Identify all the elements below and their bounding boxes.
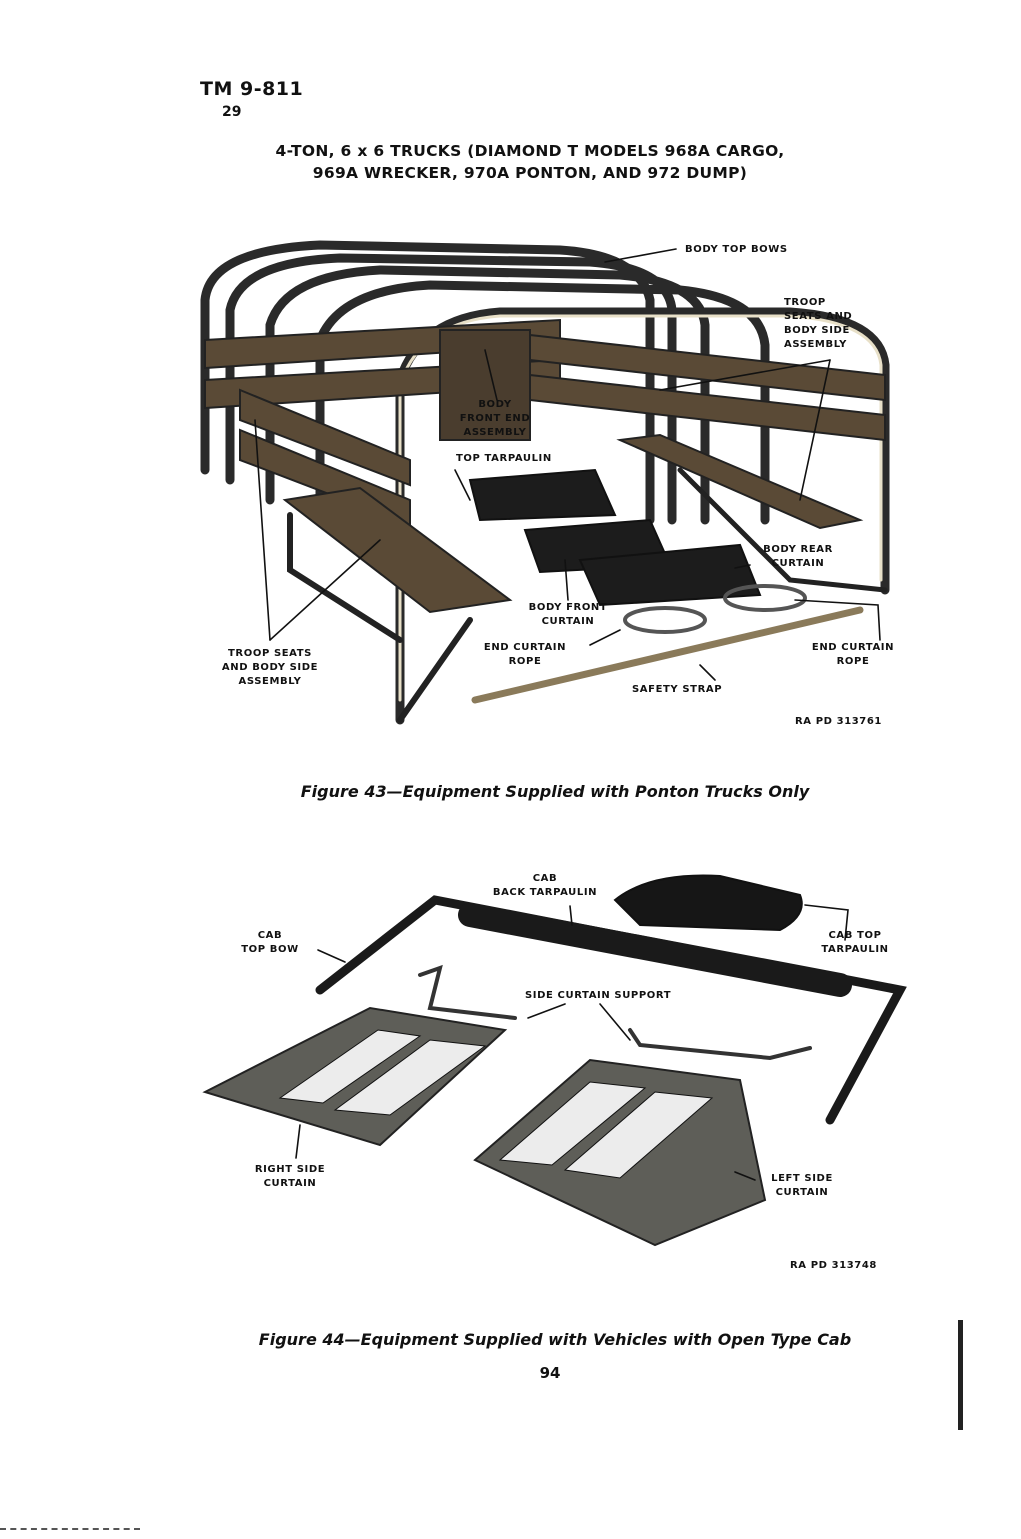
label-end-curtain-rope-left: END CURTAIN ROPE bbox=[465, 641, 585, 669]
label-line: CURTAIN bbox=[263, 1178, 317, 1189]
body-front-end-drawing bbox=[439, 329, 531, 441]
label-line: BODY FRONT bbox=[528, 602, 608, 613]
label-line: ROPE bbox=[836, 656, 870, 667]
label-line: ASSEMBLY bbox=[784, 339, 847, 350]
label-line: ROPE bbox=[508, 656, 542, 667]
tm-number: TM 9-811 bbox=[200, 78, 304, 100]
label-cab-top-bow: CAB TOP BOW bbox=[220, 929, 320, 957]
figure-43-illustration bbox=[200, 240, 890, 725]
label-cab-back-tarpaulin: CAB BACK TARPAULIN bbox=[460, 872, 630, 900]
label-line: END CURTAIN bbox=[483, 642, 567, 653]
label-top-tarpaulin: TOP TARPAULIN bbox=[456, 453, 552, 464]
label-cab-top-tarpaulin: CAB TOP TARPAULIN bbox=[795, 929, 915, 957]
label-line: CAB TOP bbox=[828, 930, 882, 941]
paragraph-number: 29 bbox=[222, 104, 242, 120]
label-line: CURTAIN bbox=[541, 616, 595, 627]
scan-border-marks bbox=[0, 1528, 140, 1533]
label-line: RIGHT SIDE bbox=[254, 1164, 326, 1175]
label-line: END CURTAIN bbox=[811, 642, 895, 653]
label-line: ASSEMBLY bbox=[463, 427, 527, 438]
label-line: CAB bbox=[257, 930, 283, 941]
figure-43-caption: Figure 43—Equipment Supplied with Ponton… bbox=[300, 782, 810, 801]
cab-back-tarpaulin-drawing bbox=[458, 903, 852, 997]
figure-44-caption: Figure 44—Equipment Supplied with Vehicl… bbox=[258, 1330, 852, 1349]
figure-44-illustration bbox=[202, 874, 907, 1247]
troop-seats-right-drawing bbox=[529, 333, 886, 530]
cab-top-tarpaulin-drawing bbox=[613, 874, 803, 932]
label-line: TROOP SEATS bbox=[228, 648, 312, 659]
label-line: AND BODY SIDE bbox=[221, 662, 319, 673]
title-line-2: 969A WRECKER, 970A PONTON, AND 972 DUMP) bbox=[312, 164, 748, 182]
title-line-1: 4-TON, 6 x 6 TRUCKS (DIAMOND T MODELS 96… bbox=[275, 142, 785, 160]
label-body-rear-curtain: BODY REAR CURTAIN bbox=[748, 543, 848, 571]
left-side-curtain-drawing bbox=[473, 1058, 767, 1247]
tarpaulins-drawing bbox=[468, 468, 762, 607]
label-body-front-end: BODY FRONT END ASSEMBLY bbox=[440, 398, 550, 440]
label-line: TROOP bbox=[784, 297, 826, 308]
label-troop-seats-right: TROOP SEATS AND BODY SIDE ASSEMBLY bbox=[784, 296, 852, 352]
label-line: TARPAULIN bbox=[821, 944, 889, 955]
label-body-top-bows: BODY TOP BOWS bbox=[685, 244, 788, 255]
figure-43-ref: RA PD 313761 bbox=[795, 716, 882, 727]
ropes-and-strap-drawing bbox=[471, 584, 864, 704]
label-line: SEATS AND bbox=[784, 311, 853, 322]
label-line: BODY SIDE bbox=[784, 325, 850, 336]
label-troop-seats-left: TROOP SEATS AND BODY SIDE ASSEMBLY bbox=[200, 647, 340, 689]
label-body-front-curtain: BODY FRONT CURTAIN bbox=[508, 601, 628, 629]
label-line: BACK TARPAULIN bbox=[492, 887, 598, 898]
label-line: CURTAIN bbox=[771, 558, 825, 569]
page-number: 94 bbox=[539, 1364, 561, 1382]
label-line: FRONT END bbox=[459, 413, 531, 424]
label-left-side-curtain: LEFT SIDE CURTAIN bbox=[752, 1172, 852, 1200]
page-title: 4-TON, 6 x 6 TRUCKS (DIAMOND T MODELS 96… bbox=[150, 140, 910, 184]
label-line: CURTAIN bbox=[775, 1187, 829, 1198]
label-line: LEFT SIDE bbox=[771, 1173, 833, 1184]
label-line: ASSEMBLY bbox=[238, 676, 302, 687]
label-line: BODY REAR bbox=[763, 544, 833, 555]
label-right-side-curtain: RIGHT SIDE CURTAIN bbox=[225, 1163, 355, 1191]
label-line: BODY bbox=[478, 399, 512, 410]
scan-edge-mark bbox=[958, 1320, 963, 1430]
label-line: TOP BOW bbox=[241, 944, 299, 955]
figure-44-ref: RA PD 313748 bbox=[790, 1260, 877, 1271]
label-safety-strap: SAFETY STRAP bbox=[632, 684, 723, 695]
right-side-curtain-drawing bbox=[202, 1006, 508, 1147]
label-end-curtain-rope-right: END CURTAIN ROPE bbox=[788, 641, 918, 669]
label-line: CAB bbox=[532, 873, 558, 884]
label-side-curtain-support: SIDE CURTAIN SUPPORT bbox=[525, 990, 672, 1001]
